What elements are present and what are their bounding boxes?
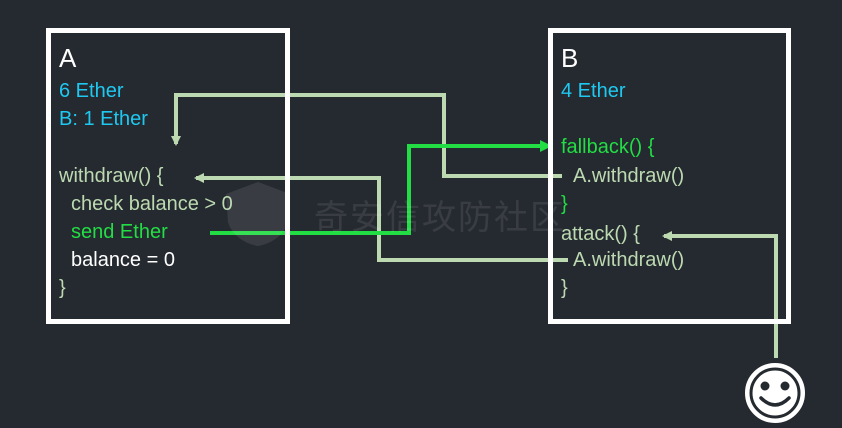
attacker-call-arrow	[662, 231, 778, 358]
a-withdraw-close-brace: }	[59, 277, 66, 299]
watermark: 奇安信攻防社区	[218, 178, 638, 248]
smiley-face-icon	[745, 363, 805, 423]
a-check-balance-line: check balance > 0	[71, 193, 233, 215]
b-fallback-close-brace: }	[561, 193, 568, 215]
contract-b-box	[548, 28, 791, 324]
contract-b-title: B	[561, 43, 579, 73]
contract-b-balance: 4 Ether	[561, 80, 626, 102]
shield-logo-icon	[226, 182, 290, 246]
a-send-ether-line: send Ether	[71, 221, 168, 243]
watermark-text: 奇安信攻防社区	[314, 198, 566, 238]
a-balance-reset-line: balance = 0	[71, 249, 175, 271]
b-attack-signature: attack() {	[561, 223, 640, 245]
contract-a-title: A	[59, 43, 77, 73]
contract-a-b-balance: B: 1 Ether	[59, 108, 148, 130]
fallback-reentry-arrow	[171, 93, 562, 178]
b-attack-close-brace: }	[561, 277, 568, 299]
b-attack-withdraw-call: A.withdraw()	[573, 249, 685, 271]
send-ether-arrow	[210, 140, 552, 235]
contract-a-box	[46, 28, 290, 324]
b-fallback-signature: fallback() {	[561, 136, 655, 158]
b-fallback-withdraw-call: A.withdraw()	[573, 165, 685, 187]
a-withdraw-signature: withdraw() {	[59, 165, 164, 187]
contract-a-balance: 6 Ether	[59, 80, 124, 102]
